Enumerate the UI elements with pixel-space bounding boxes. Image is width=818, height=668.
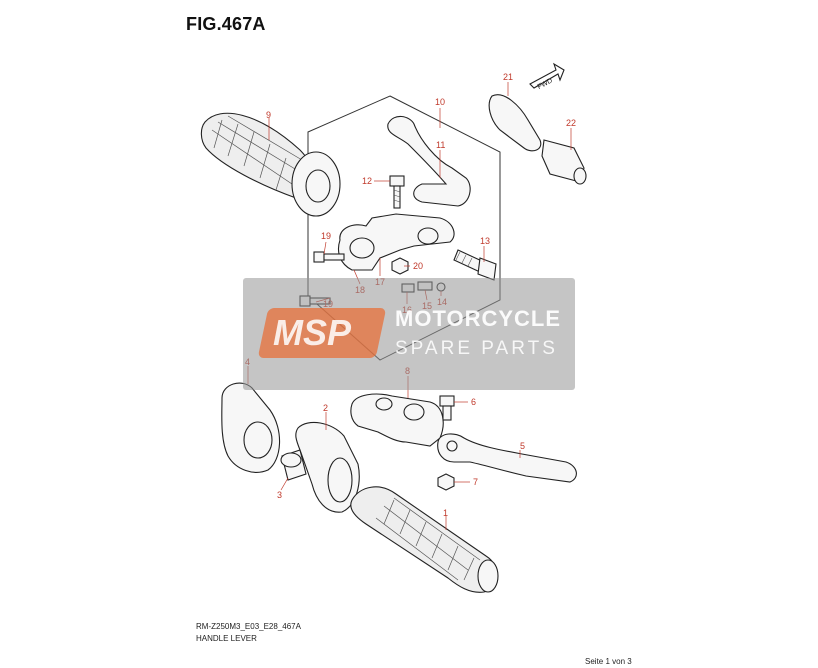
callout-5: 5	[520, 441, 525, 451]
part-lever-cover-21[interactable]	[488, 94, 542, 152]
callout-1: 1	[443, 508, 448, 518]
part-grip-flange[interactable]	[291, 151, 341, 217]
callout-20: 20	[413, 261, 423, 271]
part-master-cylinder-8[interactable]	[350, 393, 444, 447]
part-nut-7[interactable]	[437, 473, 455, 491]
callout-10: 10	[435, 97, 445, 107]
part-collar-22[interactable]	[541, 139, 587, 185]
callout-7: 7	[473, 477, 478, 487]
figure-title: FIG.467A	[186, 14, 266, 34]
part-bolt-12[interactable]	[389, 175, 405, 209]
part-brake-lever-5[interactable]	[437, 433, 577, 483]
callout-22: 22	[566, 118, 576, 128]
part-sleeve-3[interactable]	[280, 449, 307, 481]
part-pivot-bolt-6[interactable]	[439, 395, 455, 421]
watermark-line1: MOTORCYCLE	[395, 306, 562, 331]
callout-9: 9	[266, 110, 271, 120]
callout-6: 6	[471, 397, 476, 407]
part-nut-20[interactable]	[391, 257, 409, 275]
watermark-banner: MSP MOTORCYCLE SPARE PARTS	[243, 278, 575, 390]
callout-19a: 19	[321, 231, 331, 241]
watermark-logo-text: MSP	[273, 312, 352, 353]
part-right-grip[interactable]	[350, 486, 499, 593]
footer-code: RM-Z250M3_E03_E28_467A	[196, 622, 301, 631]
fwd-arrow-icon	[529, 62, 565, 89]
part-clutch-perch[interactable]	[337, 213, 455, 271]
callout-2: 2	[323, 403, 328, 413]
callout-11: 11	[436, 140, 445, 150]
part-housing-4[interactable]	[221, 382, 281, 473]
part-adjuster-13[interactable]	[453, 249, 497, 281]
callout-12: 12	[362, 176, 372, 186]
watermark-line2: SPARE PARTS	[395, 338, 558, 359]
footer-page: Seite 1 von 3	[585, 657, 632, 666]
footer-name: HANDLE LEVER	[196, 634, 257, 643]
part-clutch-lever[interactable]	[387, 115, 471, 207]
callout-21: 21	[503, 72, 513, 82]
part-throttle-tube-2[interactable]	[295, 421, 360, 513]
callout-3: 3	[277, 490, 282, 500]
part-screw-19a[interactable]	[313, 251, 345, 263]
callout-13: 13	[480, 236, 490, 246]
